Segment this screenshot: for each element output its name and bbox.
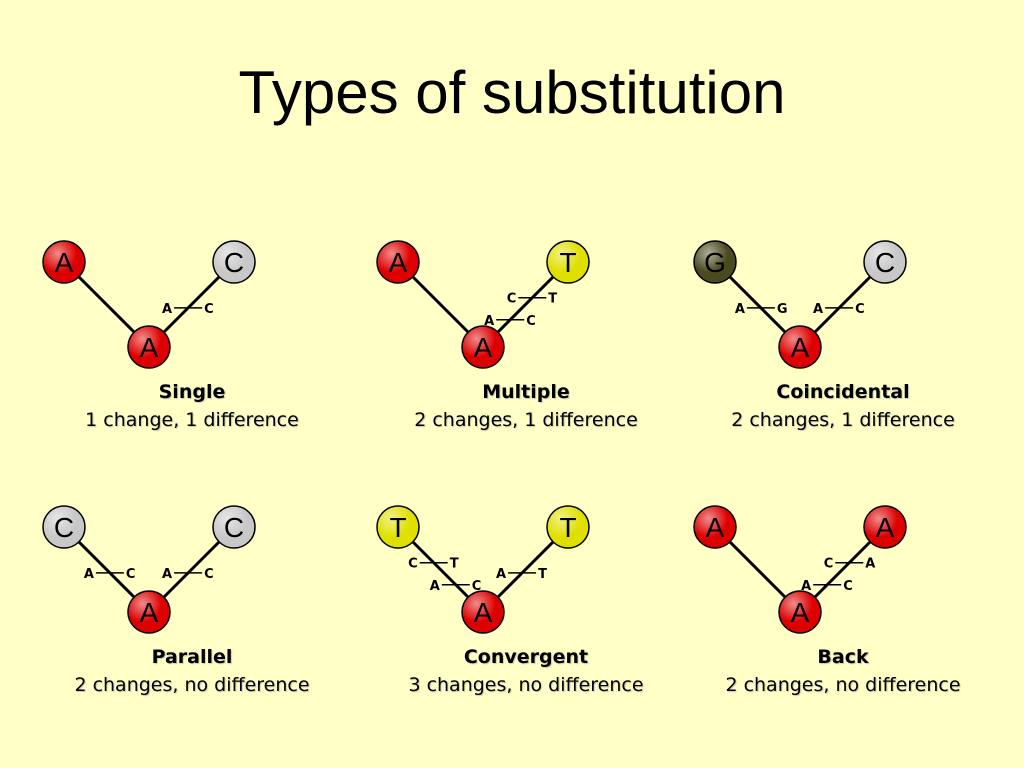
change-from-label: A — [801, 579, 811, 594]
right-leaf-node — [212, 240, 256, 284]
change-to-label: C — [472, 579, 482, 594]
root-node — [127, 590, 171, 634]
right-leaf-node-label: A — [876, 512, 895, 543]
change-from-label: C — [507, 292, 517, 307]
change-to-label: C — [526, 314, 536, 329]
panel-name: Single — [158, 381, 226, 403]
slide-title: Types of substitution — [238, 59, 786, 126]
right-leaf-node — [546, 240, 590, 284]
change-to-label: C — [126, 567, 136, 582]
left-leaf-node-label: A — [55, 247, 74, 278]
left-leaf-node-label: C — [54, 512, 74, 543]
change-to-label: T — [450, 557, 459, 572]
change-from-label: A — [84, 567, 94, 582]
root-node — [461, 590, 505, 634]
panel-description: 2 changes, no difference — [74, 674, 310, 696]
change-from-label: A — [430, 579, 440, 594]
panel-description: 2 changes, 1 difference — [414, 409, 638, 431]
right-leaf-node-label: T — [559, 512, 576, 543]
left-leaf-node-label: A — [706, 512, 725, 543]
right-leaf-node — [863, 505, 907, 549]
change-from-label: A — [484, 314, 494, 329]
change-to-label: A — [865, 557, 875, 572]
panel-name: Parallel — [151, 646, 233, 668]
change-from-label: A — [496, 567, 506, 582]
right-leaf-node-label: C — [224, 512, 244, 543]
left-leaf-node — [693, 505, 737, 549]
panel-description: 2 changes, no difference — [725, 674, 961, 696]
right-leaf-node — [212, 505, 256, 549]
change-from-label: A — [162, 567, 172, 582]
change-to-label: C — [204, 567, 214, 582]
right-leaf-node — [863, 240, 907, 284]
change-to-label: T — [538, 567, 547, 582]
root-node-label: A — [791, 597, 810, 628]
change-to-label: C — [855, 302, 865, 317]
change-to-label: G — [777, 302, 788, 317]
change-to-label: C — [843, 579, 853, 594]
left-leaf-node-label: A — [389, 247, 408, 278]
left-leaf-node-label: G — [704, 247, 726, 278]
panel-single: A C A C A Single 1 change, 1 difference — [42, 230, 342, 460]
right-leaf-node-label: T — [559, 247, 576, 278]
right-leaf-node — [546, 505, 590, 549]
change-to-label: C — [204, 302, 214, 317]
right-leaf-node-label: C — [224, 247, 244, 278]
left-leaf-node — [42, 240, 86, 284]
root-node-label: A — [474, 597, 493, 628]
change-to-label: T — [548, 292, 557, 307]
left-leaf-node — [693, 240, 737, 284]
root-node — [778, 590, 822, 634]
panel-name: Coincidental — [776, 381, 910, 403]
left-leaf-node — [376, 240, 420, 284]
left-leaf-node — [42, 505, 86, 549]
root-node-label: A — [140, 332, 159, 363]
root-node-label: A — [474, 332, 493, 363]
panel-name: Multiple — [482, 381, 570, 403]
root-node-label: A — [140, 597, 159, 628]
change-from-label: A — [813, 302, 823, 317]
panel-name: Back — [817, 646, 869, 668]
panel-description: 1 change, 1 difference — [85, 409, 299, 431]
panel-name: Convergent — [463, 646, 589, 668]
tree-diagram-single: A C A C A — [42, 240, 256, 369]
root-node — [778, 325, 822, 369]
root-node-label: A — [791, 332, 810, 363]
left-leaf-node-label: T — [389, 512, 406, 543]
root-node — [127, 325, 171, 369]
change-from-label: C — [408, 557, 418, 572]
panel-description: 3 changes, no difference — [408, 674, 644, 696]
root-node — [461, 325, 505, 369]
change-from-label: A — [735, 302, 745, 317]
change-from-label: A — [162, 302, 172, 317]
left-leaf-node — [376, 505, 420, 549]
panel-description: 2 changes, 1 difference — [731, 409, 955, 431]
change-from-label: C — [824, 557, 834, 572]
right-leaf-node-label: C — [875, 247, 895, 278]
